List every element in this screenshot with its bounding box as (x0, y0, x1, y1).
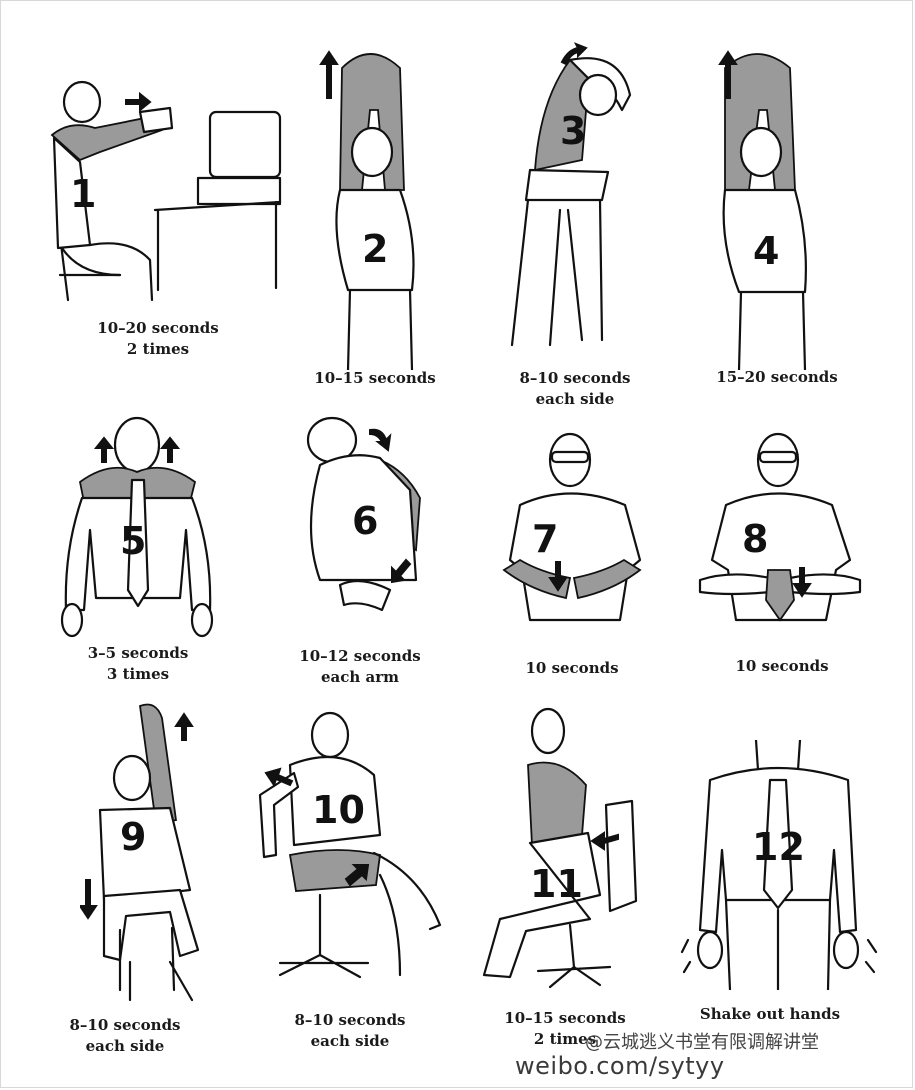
stretch-12-caption: Shake out hands (699, 1005, 841, 1023)
watermark-weibo-url: weibo.com/sytyy (515, 1052, 725, 1080)
stretch-1-figure (50, 80, 282, 302)
stretch-11-caption: 10–15 seconds 2 times (504, 1009, 626, 1048)
stretch-4-caption: 15–20 seconds (716, 368, 838, 386)
stretch-9-figure (80, 703, 200, 1002)
stretch-6-number: 6 (352, 499, 379, 543)
stretch-10-number: 10 (312, 788, 365, 832)
stretch-1-caption: 10–20 seconds 2 times (97, 319, 219, 358)
stretch-1-number: 1 (70, 172, 97, 216)
stretch-3-figure (510, 42, 632, 347)
stretch-7-caption: 10 seconds (525, 659, 619, 677)
watermark-weibo-handle: @云城逃义书堂有限调解讲堂 (585, 1032, 819, 1053)
stretch-11-number: 11 (530, 862, 583, 906)
stretch-7: 7 10 seconds (490, 420, 660, 700)
stretch-1: 1 10–20 seconds 2 times (40, 70, 300, 370)
stretch-10-caption: 8–10 seconds each side (294, 1011, 406, 1050)
stretch-3-caption: 8–10 seconds each side (519, 369, 631, 408)
stretch-3: 3 8–10 seconds each side (490, 40, 660, 420)
stretch-10: 10 8–10 seconds each side (250, 705, 460, 1055)
stretch-2-caption: 10–15 seconds (314, 369, 436, 387)
stretch-10-figure (258, 711, 442, 979)
stretch-11: 11 10–15 seconds 2 times (470, 705, 650, 1055)
stretch-5-number: 5 (120, 519, 147, 563)
stretch-5: 5 3–5 seconds 3 times (40, 410, 240, 700)
stretch-8-number: 8 (742, 517, 769, 561)
stretch-9-caption: 8–10 seconds each side (69, 1016, 181, 1055)
stretch-4-number: 4 (753, 229, 780, 273)
stretch-12: 12 Shake out hands (680, 740, 880, 1050)
stretch-7-figure (502, 432, 642, 622)
stretch-3-number: 3 (560, 109, 587, 153)
stretch-5-caption: 3–5 seconds 3 times (87, 644, 189, 683)
stretch-2-number: 2 (362, 227, 389, 271)
stretch-4: 4 15–20 seconds (695, 40, 845, 400)
stretch-5-figure (60, 416, 214, 638)
stretch-9-number: 9 (120, 815, 147, 859)
stretch-12-figure (680, 740, 878, 990)
stretch-6-caption: 10–12 seconds each arm (299, 647, 421, 686)
stretch-4-figure (718, 50, 807, 370)
stretch-8-caption: 10 seconds (735, 657, 829, 675)
stretch-12-number: 12 (752, 825, 805, 869)
stretch-11-figure (482, 707, 638, 989)
stretch-6: 6 10–12 seconds each arm (270, 410, 460, 700)
stretch-9: 9 8–10 seconds each side (70, 700, 220, 1060)
stretch-7-number: 7 (532, 517, 559, 561)
stretch-8-figure (698, 432, 862, 622)
stretch-8: 8 10 seconds (690, 420, 870, 700)
stretch-2: 2 10–15 seconds (300, 40, 450, 400)
stretch-2-figure (319, 50, 415, 370)
stretch-6-figure (306, 416, 421, 612)
